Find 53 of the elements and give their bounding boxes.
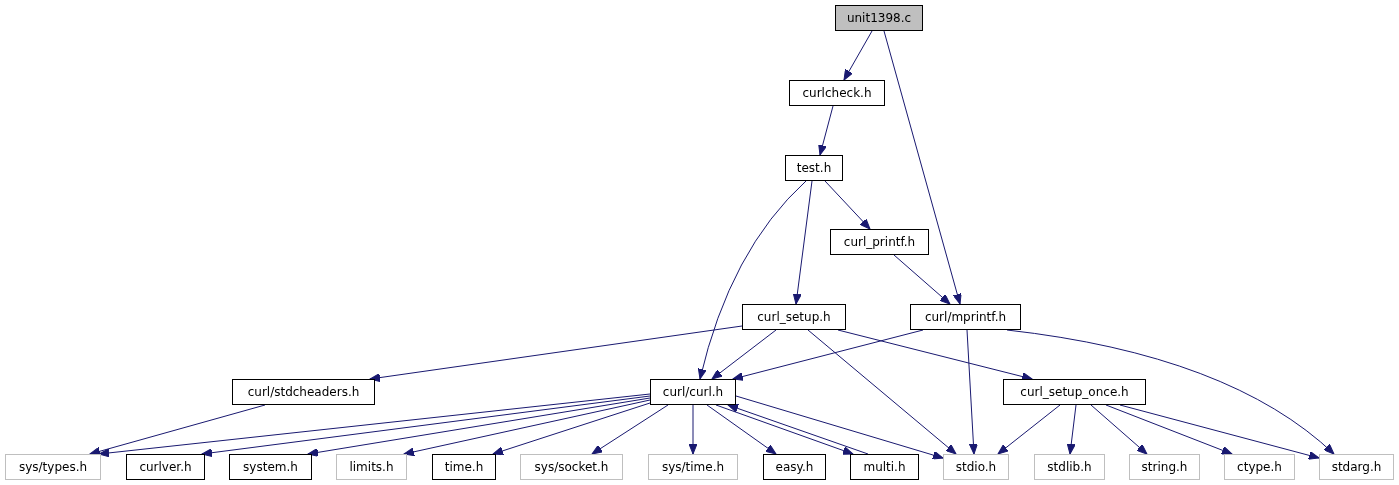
file-box: test.h [785,155,843,181]
arrow [369,325,743,383]
arrow [492,402,651,456]
file-box: time.h [432,454,496,480]
arrow [706,404,777,455]
arrow [735,395,944,460]
arrow [1105,404,1233,455]
arrow [1090,404,1148,455]
file-box: curl_setup.h [742,304,846,330]
arrow [711,329,777,380]
arrow [818,105,834,156]
arrow [89,404,266,456]
file-box: curl_setup_once.h [1003,379,1146,405]
arrow [727,404,869,455]
arrow [843,30,873,81]
file-box: easy.h [763,454,826,480]
arrow [688,404,698,455]
arrow [698,180,807,380]
arrow [893,254,951,305]
file-box: sys/time.h [648,454,738,480]
arrow [824,180,871,230]
file-box: curl/stdcheaders.h [232,379,375,405]
file-box: curl_printf.h [830,229,929,255]
file-box: curlcheck.h [789,80,885,106]
arrow [997,404,1061,455]
file-box: ctype.h [1224,454,1295,480]
arrow [591,404,669,455]
arrow [307,397,651,457]
file-box: stdarg.h [1319,454,1394,480]
file-box: curlver.h [126,454,205,480]
arrow [201,395,651,458]
current-file-box: unit1398.c [835,5,923,31]
file-box: sys/types.h [5,454,101,480]
arrow [792,180,813,305]
arrow [732,329,924,381]
file-box: multi.h [850,454,919,480]
arrow [1066,404,1077,455]
arrow [98,393,651,458]
arrow [966,329,978,455]
arrow [837,329,1033,381]
arrow [807,329,957,455]
arrow [1119,404,1320,460]
file-box: sys/socket.h [520,454,623,480]
file-box: curl/mprintf.h [910,304,1021,330]
file-box: stdlib.h [1034,454,1105,480]
file-box: limits.h [336,454,407,480]
file-box: curl/curl.h [650,379,736,405]
arrow [715,404,854,455]
arrow [403,399,651,457]
file-box: stdio.h [943,454,1009,480]
file-box: string.h [1129,454,1200,480]
arrow [883,30,962,305]
file-box: system.h [229,454,312,480]
